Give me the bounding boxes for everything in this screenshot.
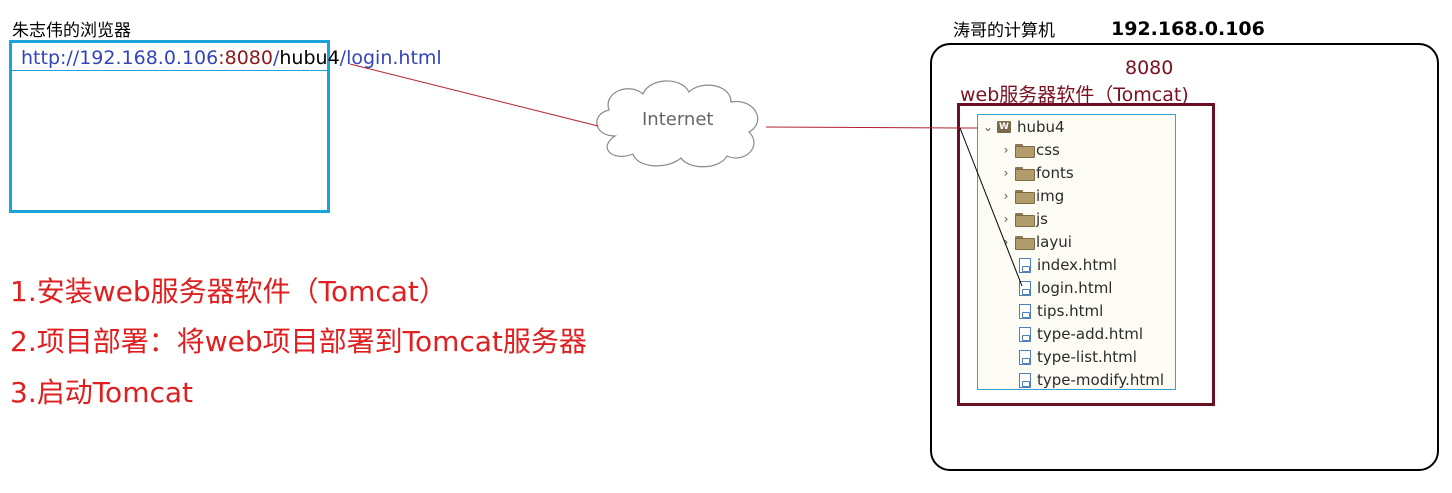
tree-folder[interactable]: › layui bbox=[1000, 231, 1072, 253]
internet-label: Internet bbox=[642, 109, 714, 130]
browser-window bbox=[9, 40, 330, 213]
chevron-right-icon[interactable]: › bbox=[1003, 166, 1009, 180]
tree-file-name: type-modify.html bbox=[1037, 371, 1165, 389]
tree-file-name: type-list.html bbox=[1037, 348, 1137, 366]
tree-file[interactable]: login.html bbox=[1019, 277, 1112, 299]
chevron-right-icon[interactable]: › bbox=[1003, 189, 1009, 203]
tree-folder[interactable]: › js bbox=[1000, 208, 1048, 230]
web-server-box bbox=[957, 103, 1215, 406]
chevron-right-icon[interactable]: › bbox=[1003, 235, 1009, 249]
tree-file[interactable]: type-add.html bbox=[1019, 323, 1143, 345]
step-1: 1.安装web服务器软件（Tomcat） bbox=[10, 275, 447, 308]
tree-project[interactable]: ⌄ W hubu4 bbox=[982, 116, 1065, 138]
computer-ip: 192.168.0.106 bbox=[1111, 18, 1265, 40]
connector-browser-to-cloud bbox=[349, 63, 599, 127]
port-label: 8080 bbox=[1125, 57, 1174, 79]
folder-icon bbox=[1015, 213, 1035, 227]
tree-project-name: hubu4 bbox=[1017, 118, 1065, 136]
tree-file[interactable]: tips.html bbox=[1019, 300, 1103, 322]
project-tree: ⌄ W hubu4 › css › fonts › img › js › lay… bbox=[977, 114, 1176, 390]
internet-cloud-icon bbox=[596, 80, 759, 168]
chevron-right-icon[interactable]: › bbox=[1003, 212, 1009, 226]
tree-folder-name: img bbox=[1036, 187, 1065, 205]
folder-icon bbox=[1015, 236, 1035, 250]
tree-file[interactable]: type-list.html bbox=[1019, 346, 1137, 368]
computer-label: 涛哥的计算机 bbox=[953, 21, 1055, 41]
url-port: :8080 bbox=[218, 47, 273, 69]
tree-folder-name: fonts bbox=[1036, 164, 1074, 182]
tree-folder[interactable]: › img bbox=[1000, 185, 1065, 207]
address-bar-divider bbox=[12, 70, 327, 71]
folder-icon bbox=[1015, 144, 1035, 158]
server-label: web服务器软件（Tomcat) bbox=[960, 84, 1189, 106]
html-file-icon bbox=[1019, 303, 1031, 319]
html-file-icon bbox=[1019, 257, 1031, 273]
tree-file-name: tips.html bbox=[1037, 302, 1104, 320]
chevron-right-icon[interactable]: › bbox=[1003, 143, 1009, 157]
url-slash: / bbox=[272, 47, 280, 69]
step-2: 2.项目部署：将web项目部署到Tomcat服务器 bbox=[10, 325, 587, 358]
step-3: 3.启动Tomcat bbox=[10, 376, 193, 409]
tree-file-name: index.html bbox=[1037, 256, 1117, 274]
tree-file[interactable]: type-modify.html bbox=[1019, 369, 1164, 391]
tree-folder-name: css bbox=[1036, 141, 1060, 159]
folder-icon bbox=[1015, 167, 1035, 181]
tree-file-name: login.html bbox=[1037, 279, 1113, 297]
tree-file-name: type-add.html bbox=[1037, 325, 1144, 343]
html-file-icon bbox=[1019, 349, 1031, 365]
html-file-icon bbox=[1019, 326, 1031, 342]
tree-folder[interactable]: › css bbox=[1000, 139, 1060, 161]
url-context: hubu4 bbox=[279, 47, 340, 69]
tree-file[interactable]: index.html bbox=[1019, 254, 1117, 276]
tree-folder-name: layui bbox=[1036, 233, 1072, 251]
chevron-down-icon[interactable]: ⌄ bbox=[982, 120, 994, 134]
tree-folder[interactable]: › fonts bbox=[1000, 162, 1074, 184]
computer-box bbox=[930, 43, 1439, 471]
web-project-icon: W bbox=[997, 121, 1011, 133]
url-page: /login.html bbox=[339, 47, 442, 69]
tree-folder-name: js bbox=[1036, 210, 1048, 228]
html-file-icon bbox=[1019, 280, 1031, 296]
url-host: http://192.168.0.106 bbox=[21, 47, 219, 69]
url-text: http://192.168.0.106:8080/hubu4/login.ht… bbox=[21, 47, 442, 69]
html-file-icon bbox=[1019, 372, 1031, 388]
folder-icon bbox=[1015, 190, 1035, 204]
browser-label: 朱志伟的浏览器 bbox=[12, 21, 131, 41]
